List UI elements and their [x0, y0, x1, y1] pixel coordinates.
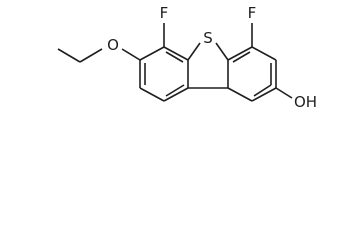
fluorine-left-label: F: [160, 4, 169, 22]
structure-canvas: S F F O OH: [57, 4, 318, 111]
hydroxyl-label: OH: [294, 93, 317, 111]
atom-labels: S F F O OH: [107, 4, 317, 111]
double-bond: [165, 84, 185, 97]
bond-c-oh: [275, 87, 293, 99]
bond: [163, 46, 189, 61]
dibenzothiophene-structure: S F F O OH: [57, 4, 317, 111]
substituent-bonds: [57, 23, 293, 99]
bond-o-ch2: [79, 48, 103, 63]
bond: [187, 42, 201, 61]
ether-oxygen-label: O: [107, 36, 119, 54]
fluorine-right-label: F: [248, 4, 257, 22]
bond-ch2-ch3: [57, 48, 81, 63]
bond: [227, 46, 253, 61]
bond: [139, 46, 165, 61]
sulfur-atom-label: S: [203, 29, 213, 47]
thiophene-ring: [187, 42, 229, 89]
double-bond: [253, 84, 272, 97]
bond: [215, 42, 229, 61]
double-bond: [165, 51, 184, 63]
bond: [251, 46, 277, 61]
bond: [227, 87, 253, 102]
double-bond: [232, 51, 251, 63]
right-benzene-ring: [227, 46, 277, 102]
bond: [163, 87, 189, 102]
left-benzene-ring: [139, 46, 189, 102]
bond: [139, 87, 165, 102]
bond-c-o-ether: [121, 48, 141, 61]
bond: [251, 87, 277, 102]
